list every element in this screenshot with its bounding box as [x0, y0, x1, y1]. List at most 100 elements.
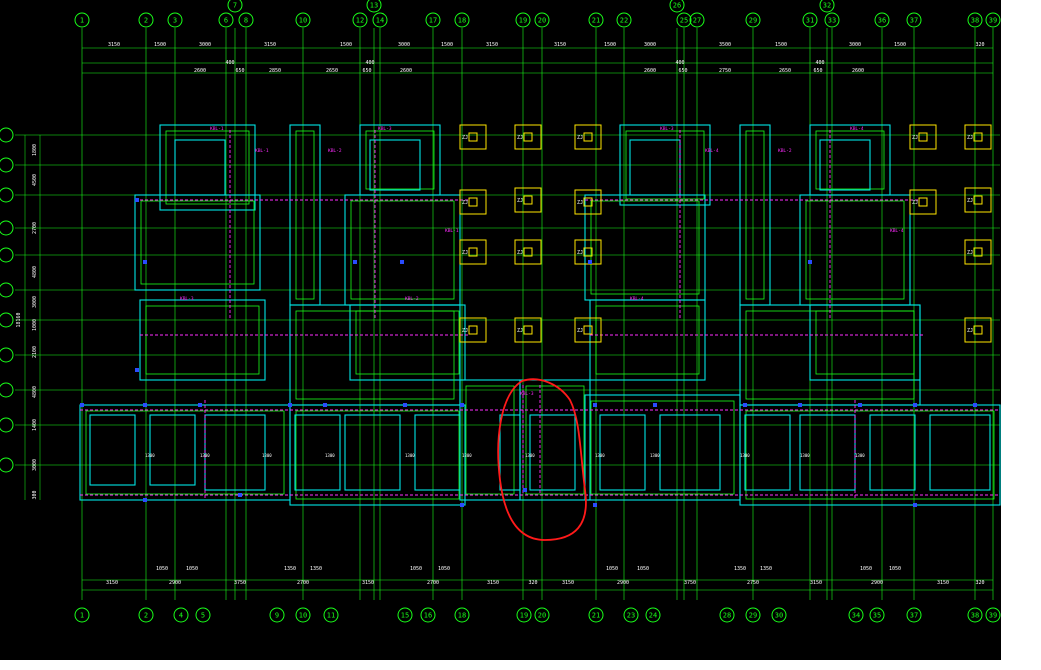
axis-label: 13 [370, 2, 378, 10]
column-marker [143, 403, 147, 407]
room-outline [929, 414, 991, 491]
dim-label: 650 [813, 68, 822, 74]
axis-label: 4 [179, 612, 183, 620]
pile-marker [523, 132, 533, 142]
room-outline [294, 414, 341, 491]
right-margin [1001, 0, 1041, 660]
dim-label: 1350 [734, 566, 746, 572]
top-axis-bubble: 7 [227, 0, 243, 13]
pile-marker [468, 247, 478, 257]
pile-label: ZJ [517, 198, 523, 204]
dim-label: 3000 [199, 42, 211, 48]
column-marker [913, 403, 917, 407]
top-axis-bubble: 26 [669, 0, 685, 13]
wall-inner [355, 310, 460, 375]
pile-label: ZJ [462, 135, 468, 141]
pile-marker [523, 325, 533, 335]
axis-label: 37 [910, 612, 918, 620]
column-marker [523, 488, 527, 492]
beam-tag: KBL-4 [850, 126, 864, 132]
axis-grid-lines [15, 28, 1000, 600]
axis-label: 26 [673, 2, 681, 10]
wall-outline [159, 124, 256, 211]
wall-outline [139, 299, 266, 381]
pile-cap-outline [909, 189, 937, 215]
wall-outline [739, 124, 771, 306]
bottom-axis-bubble: 38 [967, 607, 983, 623]
axis-label: 18 [458, 17, 466, 25]
dim-label: 3000 [849, 42, 861, 48]
left-axis-bubbles [0, 127, 14, 473]
top-axis-bubble: 31 [802, 12, 818, 28]
axis-label: 28 [723, 612, 731, 620]
red-callout-circle [497, 378, 587, 541]
pile-cap-outline [459, 189, 487, 215]
room-outline [149, 414, 196, 486]
left-axis-bubble [0, 247, 14, 263]
axis-label: 6 [224, 17, 228, 25]
column-marker [403, 403, 407, 407]
room-outline [869, 414, 916, 491]
bottom-axis-bubble: 30 [771, 607, 787, 623]
axis-label: 21 [592, 612, 600, 620]
pile-cap-outline [964, 187, 992, 213]
dim-label: 2100 [32, 346, 38, 358]
axis-label: 23 [627, 612, 635, 620]
beam-tag: KBL-2 [328, 148, 342, 154]
column-marker [593, 503, 597, 507]
pile-cap-outline [964, 124, 992, 150]
dim-label: 2600 [194, 68, 206, 74]
room-outline [414, 414, 461, 491]
left-axis-bubble [0, 127, 14, 143]
dim-label: 2600 [852, 68, 864, 74]
pile-marker [973, 325, 983, 335]
bottom-axis-bubble: 28 [719, 607, 735, 623]
pile-marker [468, 197, 478, 207]
dim-label: 3150 [264, 42, 276, 48]
wall-outline [584, 394, 741, 501]
room-outline [499, 414, 521, 491]
top-axis-bubble: 25 [676, 12, 692, 28]
axis-label: 25 [680, 17, 688, 25]
beam-tag: KBL-4 [705, 148, 719, 154]
axis-label: 38 [971, 612, 979, 620]
top-axis-bubble: 12 [352, 12, 368, 28]
wall-dim-label: 1300 [325, 453, 335, 458]
bottom-axis-bubble: 24 [645, 607, 661, 623]
column-marker [858, 403, 862, 407]
top-axis-bubble: 36 [874, 12, 890, 28]
bottom-axis-bubble: 10 [295, 607, 311, 623]
column-marker [135, 198, 139, 202]
pile-cap: ZJ [459, 124, 487, 150]
dim-label: 1050 [889, 566, 901, 572]
pile-marker [583, 132, 593, 142]
wall-inner [350, 200, 455, 300]
wall-dim-label: 1300 [595, 453, 605, 458]
top-axis-bubble: 6 [218, 12, 234, 28]
wall-outline [134, 194, 261, 291]
pile-marker [973, 195, 983, 205]
dim-label: 3000 [32, 296, 38, 308]
axis-label: 10 [299, 17, 307, 25]
pile-label: ZJ [967, 250, 973, 256]
column-marker [593, 403, 597, 407]
dimension-lines [24, 47, 993, 591]
column-marker [460, 503, 464, 507]
wall-outline [79, 404, 291, 501]
pile-cap-outline [514, 124, 542, 150]
axis-label: 5 [201, 612, 205, 620]
top-axis-bubble: 39 [985, 12, 1001, 28]
room-outline [369, 139, 421, 191]
dim-label: 1050 [860, 566, 872, 572]
axis-label: 39 [989, 17, 997, 25]
top-axis-bubble: 29 [745, 12, 761, 28]
pile-cap: ZJ [514, 317, 542, 343]
room-outline [89, 414, 136, 486]
dim-label: 300 [32, 490, 38, 499]
left-axis-bubble [0, 220, 14, 236]
top-axis-bubble: 13 [366, 0, 382, 13]
pile-cap-outline [964, 317, 992, 343]
top-axis-bubble: 37 [906, 12, 922, 28]
